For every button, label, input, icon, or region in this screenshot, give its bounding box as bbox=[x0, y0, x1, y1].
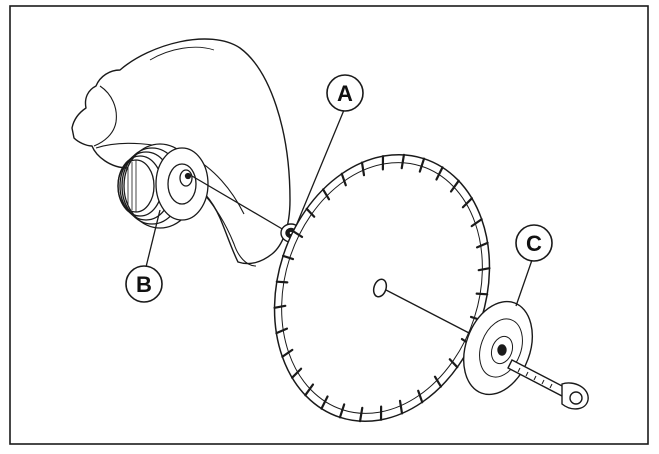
blade-slot bbox=[320, 395, 329, 410]
leader-line-b bbox=[145, 209, 161, 268]
blade-slot bbox=[273, 304, 287, 309]
blade-slot bbox=[475, 241, 489, 249]
callout-circle-c bbox=[515, 224, 553, 262]
blade-slot bbox=[398, 399, 404, 415]
blade-slot bbox=[275, 280, 289, 284]
leader-line-a bbox=[295, 109, 345, 227]
blade-slot bbox=[358, 406, 364, 423]
callout-a: A bbox=[295, 74, 364, 227]
blade-slot bbox=[470, 218, 483, 228]
arbor-hole bbox=[372, 278, 388, 298]
callout-circle-a bbox=[326, 74, 364, 112]
blade-slot bbox=[449, 179, 460, 193]
axle-line-upper bbox=[191, 175, 285, 231]
callout-circle-b bbox=[125, 265, 163, 303]
callout-b: B bbox=[125, 209, 163, 303]
blade-slot bbox=[477, 267, 491, 272]
blade-slot bbox=[304, 383, 315, 397]
diagram-border bbox=[9, 5, 649, 445]
leader-line-c bbox=[515, 259, 533, 307]
blade-slot bbox=[475, 292, 489, 296]
blade-slot bbox=[417, 389, 424, 404]
callout-label-a: A bbox=[337, 81, 353, 106]
blade-slot bbox=[291, 367, 303, 379]
blade-slot bbox=[360, 161, 366, 177]
callout-label-c: C bbox=[526, 231, 542, 256]
callout-label-b: B bbox=[136, 272, 152, 297]
blade-slot bbox=[275, 327, 289, 335]
arbor-bolt bbox=[507, 359, 589, 410]
blade-slot bbox=[340, 172, 347, 187]
blade-slot bbox=[305, 207, 316, 218]
blade-slot bbox=[461, 197, 473, 209]
callout-c: C bbox=[515, 224, 553, 307]
blade-slot bbox=[433, 375, 442, 388]
blade-slot bbox=[322, 188, 331, 201]
blade-slot bbox=[418, 157, 426, 173]
drive-pulley bbox=[117, 143, 209, 229]
blade-slot bbox=[400, 153, 406, 170]
blade-slot bbox=[435, 166, 444, 181]
blade-slot bbox=[292, 230, 304, 239]
blade-slot bbox=[281, 254, 295, 261]
blade-slot bbox=[338, 403, 346, 419]
blade-slot bbox=[448, 358, 459, 369]
blade-slot bbox=[281, 348, 294, 358]
